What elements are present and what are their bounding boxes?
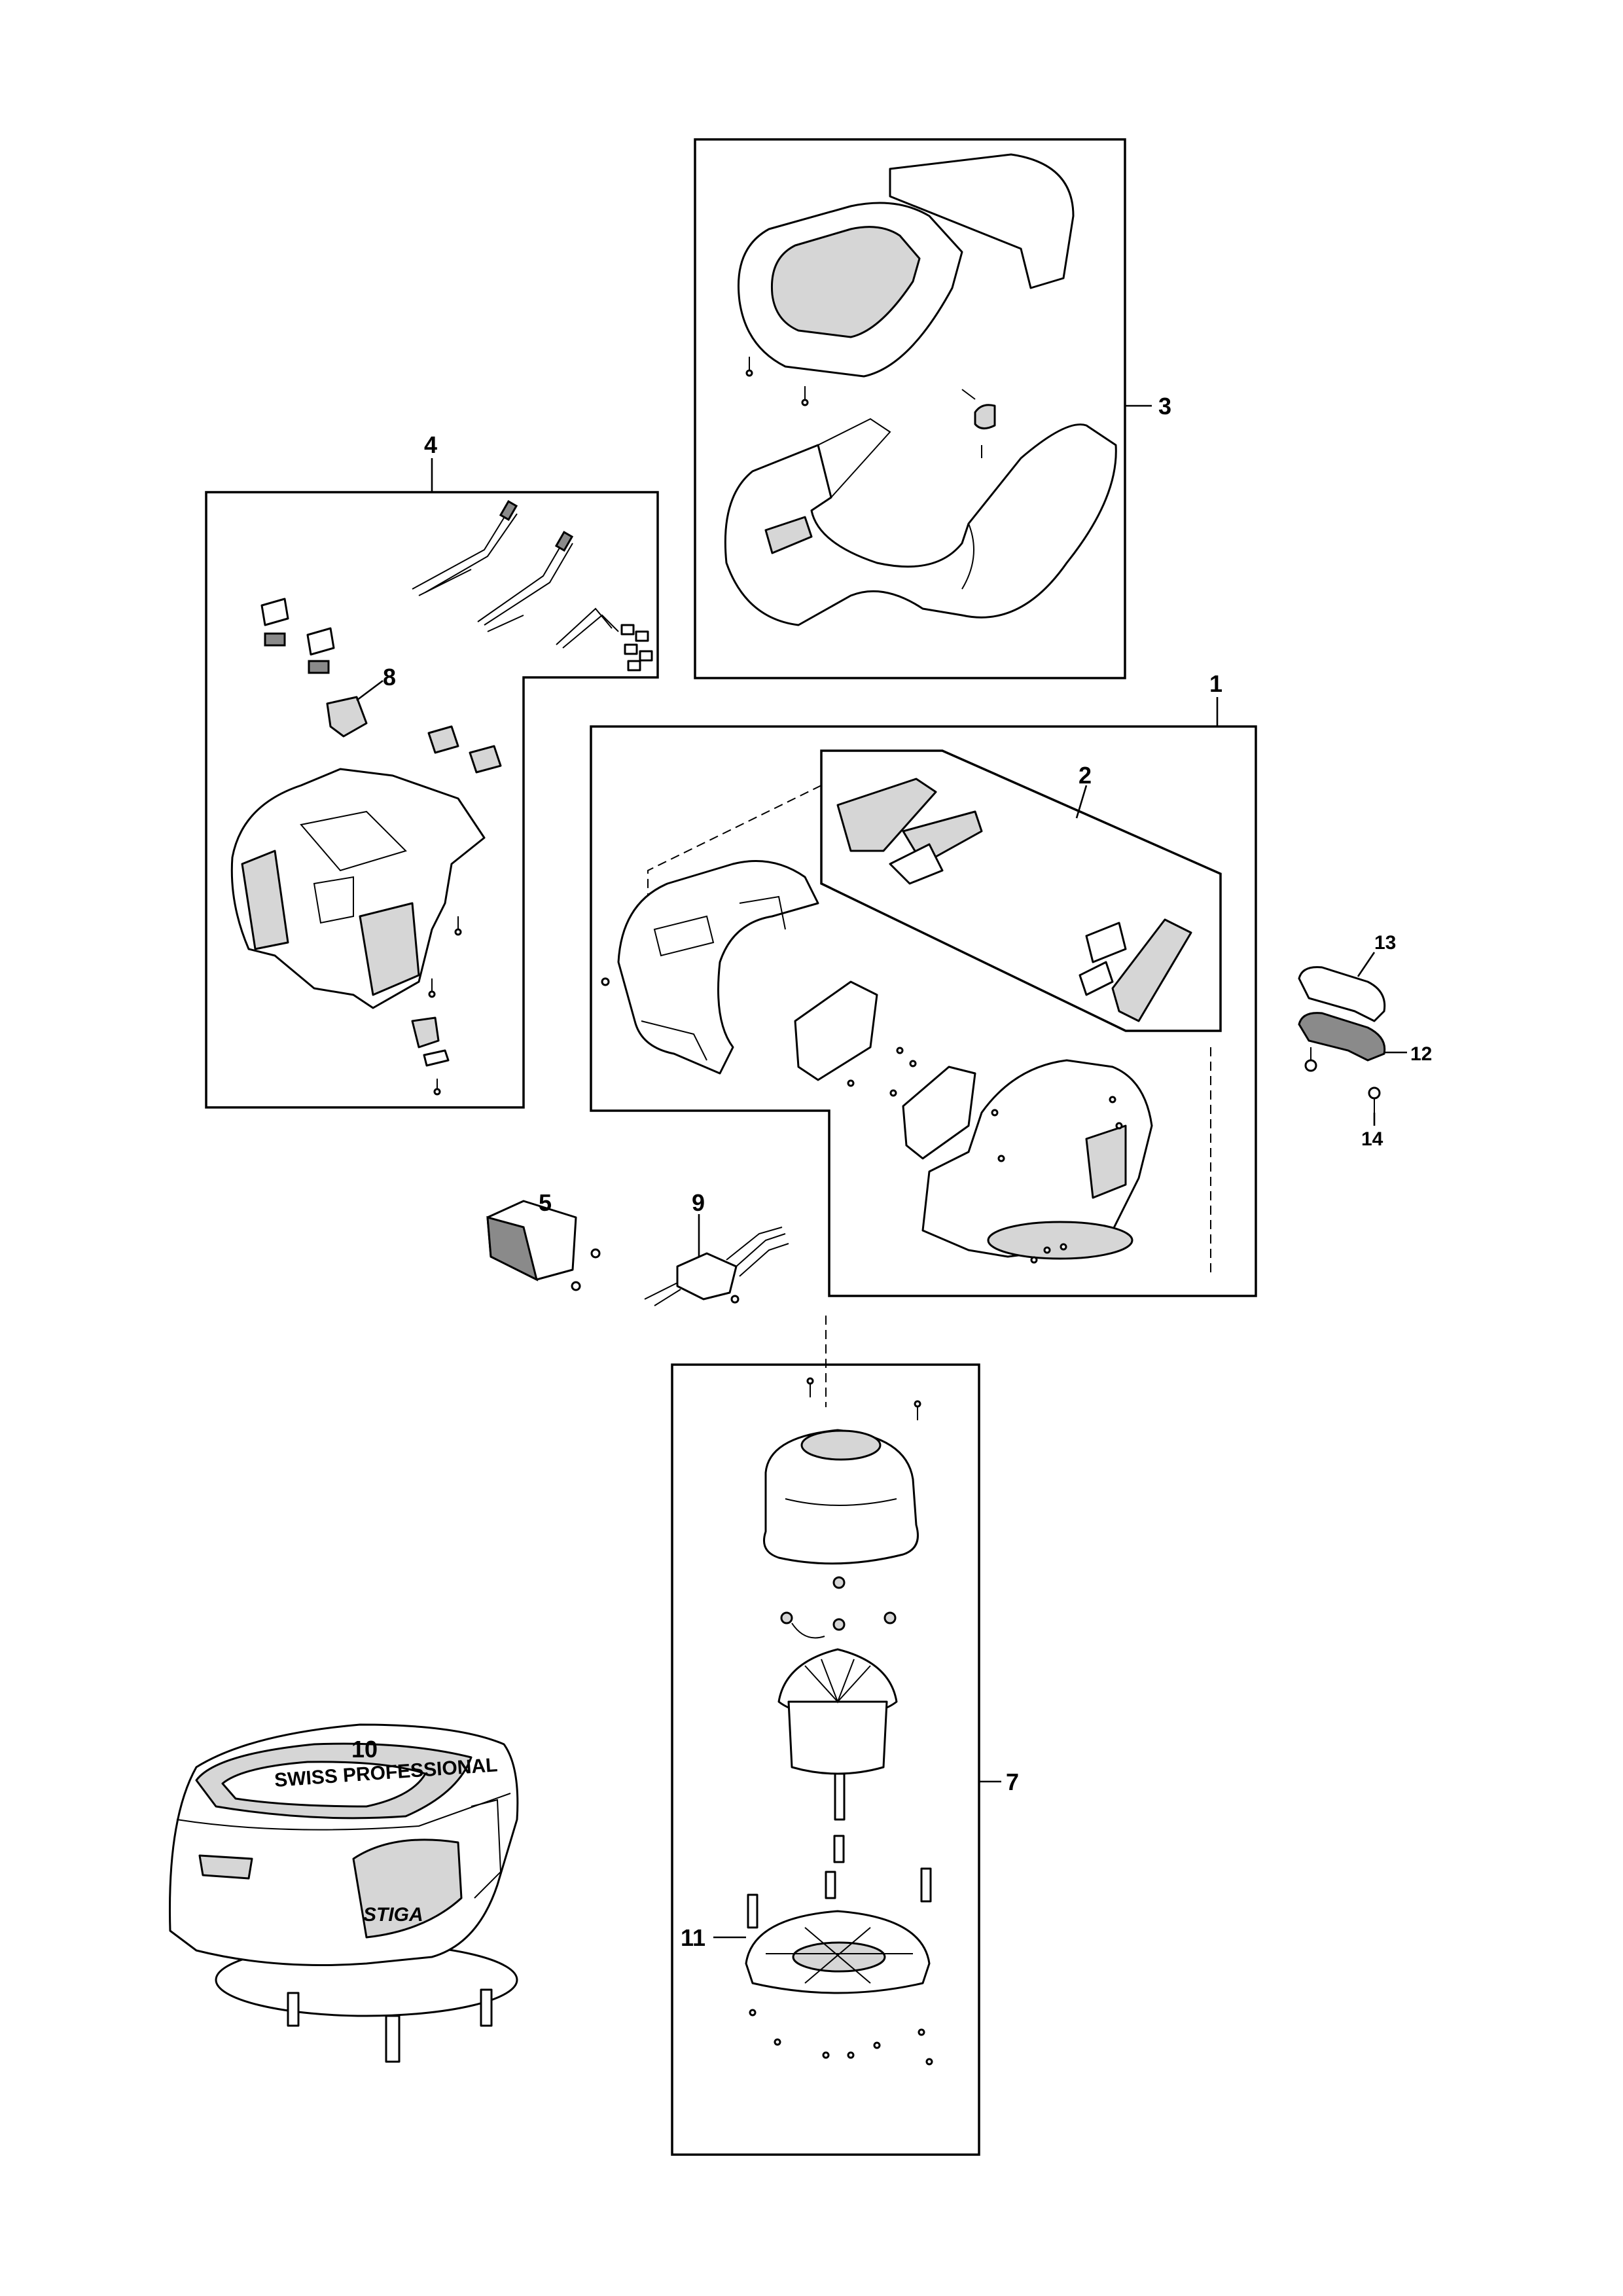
cable-harness-3 xyxy=(556,607,619,649)
grille-right xyxy=(1111,918,1192,1022)
callout-5: 7 xyxy=(1006,1768,1019,1795)
bracket-b xyxy=(469,745,502,774)
callout-1: 1 xyxy=(1209,670,1222,697)
chassis-grille xyxy=(241,850,289,950)
chassis-grille-2 xyxy=(359,902,420,996)
assembled-post-1 xyxy=(287,1992,300,2027)
callout-4: 4 xyxy=(424,431,437,458)
pad-left-2 xyxy=(889,843,944,885)
group-4-frame xyxy=(205,491,659,1109)
mid-bracket-right xyxy=(902,1066,976,1160)
group-3-cover-set xyxy=(694,138,1152,679)
part-7-screw-1 xyxy=(590,1248,601,1259)
assembled-handle xyxy=(198,1854,253,1880)
chassis-clip-base xyxy=(423,1049,450,1067)
motor-bolt-2 xyxy=(920,1867,932,1903)
group-3-frame xyxy=(694,138,1126,679)
lid-screw-right xyxy=(801,386,809,406)
motor-shaft xyxy=(834,1772,846,1821)
part-9-body xyxy=(676,1252,738,1300)
motor-cover-screw-2 xyxy=(914,1400,921,1420)
callout-11: 11 xyxy=(681,1924,705,1951)
callout-9: 9 xyxy=(692,1189,705,1216)
right-housing-grille xyxy=(1085,1124,1127,1199)
motor-cover-top xyxy=(800,1429,882,1461)
left-housing-half xyxy=(617,860,819,1075)
callout-3: 3 xyxy=(1158,393,1171,420)
rear-cap xyxy=(889,153,1075,289)
clip-right-upper xyxy=(961,389,996,458)
group-5-motor-assembly xyxy=(671,1316,1001,2156)
pad-right-2 xyxy=(1079,961,1114,996)
cable-harness-1 xyxy=(412,500,518,596)
cable-harness-2 xyxy=(477,531,574,632)
part-9-connector xyxy=(644,1214,789,1306)
group-1-frame xyxy=(590,725,1257,1297)
housing-screws xyxy=(601,977,1123,1264)
callout-10: 10 xyxy=(351,1736,378,1763)
chassis-screw-3 xyxy=(433,1079,441,1096)
grille-left xyxy=(836,778,937,852)
lid-screw-left xyxy=(745,357,753,377)
callout-13: 13 xyxy=(1374,932,1396,954)
pad-right xyxy=(1085,922,1127,963)
part-8-cap xyxy=(326,696,368,738)
motor-bolt-1 xyxy=(833,1835,845,1863)
chassis-body xyxy=(230,768,486,1009)
assembled-front-grille xyxy=(352,1839,463,1939)
bumper-parts xyxy=(1298,952,1407,1126)
sensor-cap-left xyxy=(260,598,289,647)
callout-12: 12 xyxy=(1410,1043,1432,1065)
front-shell-handle xyxy=(764,516,813,554)
part-7-screw-2 xyxy=(571,1281,581,1291)
right-housing-base xyxy=(987,1221,1133,1260)
group-2-frame xyxy=(820,749,1222,1032)
motor-cover xyxy=(763,1429,919,1565)
part-13-bumper xyxy=(1298,966,1386,1022)
part-12-bumper-base xyxy=(1298,1012,1386,1062)
chassis-clip xyxy=(411,1016,440,1049)
callout-2: 2 xyxy=(1079,762,1092,789)
part-7-block xyxy=(486,1215,539,1282)
part-14-screw xyxy=(1368,1086,1381,1126)
small-connectors xyxy=(620,624,653,672)
assembled-post-2 xyxy=(385,2015,401,2063)
group-4-chassis xyxy=(205,458,659,1109)
chassis-screw-2 xyxy=(428,978,436,998)
callout-labels: 3 4 1 8 2 13 12 14 5 9 7 10 11 xyxy=(351,393,1432,1951)
assembled-lid-inset xyxy=(221,1761,427,1808)
base-screws xyxy=(749,2009,933,2066)
callout-7: 5 xyxy=(539,1189,552,1216)
callout-14: 14 xyxy=(1361,1128,1383,1150)
motor-cover-screw-1 xyxy=(806,1377,814,1397)
part-9-screw xyxy=(730,1295,740,1304)
sensor-cap-right xyxy=(306,627,335,674)
mid-bracket-left xyxy=(794,980,878,1081)
callout-8: 8 xyxy=(383,664,396,691)
motor-nuts xyxy=(780,1576,897,1631)
front-shell xyxy=(724,423,1117,626)
part-7-board xyxy=(486,1200,601,1291)
bracket-a xyxy=(427,725,459,754)
chassis-screw-1 xyxy=(454,916,462,936)
top-lid-panel xyxy=(770,226,921,338)
motor-bolt-4 xyxy=(825,1871,836,1899)
group-1-body-housing xyxy=(590,697,1257,1297)
part-12-screw xyxy=(1304,1047,1317,1072)
motor-bolt-3 xyxy=(747,1893,758,1929)
motor-body xyxy=(787,1700,888,1775)
part-10-assembled-unit: STIGA SWISS PROFESSIONAL xyxy=(169,1723,519,2063)
assembled-post-3 xyxy=(480,1988,493,2027)
assembled-logo: STIGA xyxy=(363,1904,423,1926)
right-housing-half xyxy=(921,1059,1153,1258)
